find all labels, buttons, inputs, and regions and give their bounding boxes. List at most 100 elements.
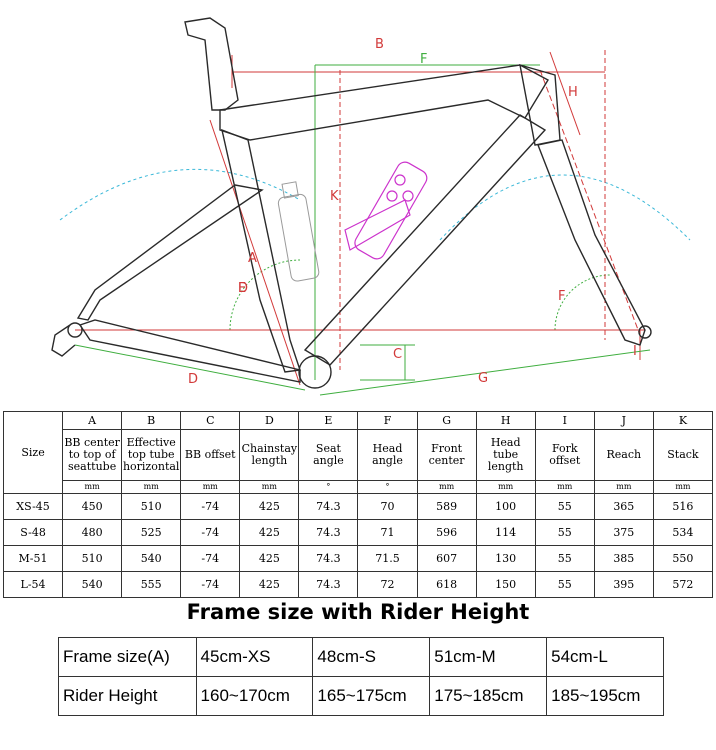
label-d: D: [188, 372, 198, 387]
rider-cell: 185~195cm: [546, 676, 664, 716]
col-unit: mm: [652, 480, 714, 494]
rider-height-title: Frame size with Rider Height: [186, 600, 530, 624]
table-row: Frame size(A) 45cm-XS 48cm-S 51cm-M 54cm…: [58, 637, 664, 677]
col-letter: F: [357, 411, 418, 430]
value-cell: 74.3: [298, 571, 359, 598]
value-cell: 425: [239, 493, 300, 520]
front-dropout: [638, 325, 652, 339]
col-desc: Effective top tube horizontal: [121, 429, 182, 481]
col-unit: mm: [475, 480, 536, 494]
label-j: F: [420, 52, 427, 67]
label-e-seat: D: [238, 281, 248, 296]
bottle-magenta: [344, 161, 428, 260]
dim-fork-axis: [539, 69, 641, 336]
value-cell: -74: [180, 545, 241, 572]
col-desc: Head angle: [357, 429, 418, 481]
value-cell: 150: [475, 571, 536, 598]
value-cell: 425: [239, 519, 300, 546]
angle-arc-head: [439, 174, 691, 241]
col-unit: mm: [62, 480, 123, 494]
dim-d-line: [74, 344, 306, 391]
col-desc: Fork offset: [534, 429, 595, 481]
bottle-grey: [277, 181, 320, 282]
red-dimension-lines: [75, 50, 645, 386]
col-desc: Chainstay length: [239, 429, 300, 481]
col-letter: E: [298, 411, 359, 430]
value-cell: 450: [62, 493, 123, 520]
geometry-table: Size A B C D E F G H I J K BB center to …: [2, 411, 714, 598]
value-cell: 572: [652, 571, 714, 598]
value-cell: 71: [357, 519, 418, 546]
rider-height-table: Frame size(A) 45cm-XS 48cm-S 51cm-M 54cm…: [58, 637, 664, 716]
rider-cell: 165~175cm: [312, 676, 431, 716]
value-cell: 425: [239, 545, 300, 572]
value-cell: 618: [416, 571, 477, 598]
value-cell: 516: [652, 493, 714, 520]
size-header: Size: [2, 411, 64, 494]
rider-cell: 48cm-S: [312, 637, 431, 677]
col-letter: C: [180, 411, 241, 430]
value-cell: 480: [62, 519, 123, 546]
value-cell: 425: [239, 571, 300, 598]
value-cell: -74: [180, 493, 241, 520]
seat-stay: [76, 184, 264, 321]
label-e: E: [238, 281, 246, 296]
row-label: Rider Height: [58, 676, 197, 716]
value-cell: 534: [652, 519, 714, 546]
value-cell: 510: [121, 493, 182, 520]
seat-tube: [221, 128, 301, 373]
size-cell: XS-45: [2, 493, 64, 520]
rider-cell: 160~170cm: [195, 676, 314, 716]
table-header-units: mm mm mm mm ° ° mm mm mm mm mm: [4, 480, 714, 494]
value-cell: -74: [180, 519, 241, 546]
col-letter: B: [121, 411, 182, 430]
label-i: I: [633, 344, 637, 359]
value-cell: 71.5: [357, 545, 418, 572]
value-cell: 550: [652, 545, 714, 572]
table-header-letters: Size A B C D E F G H I J K: [2, 411, 714, 494]
table-row: M-51 510 540 -74 425 74.3 71.5 607 130 5…: [2, 545, 714, 572]
value-cell: 365: [593, 493, 654, 520]
col-unit: mm: [121, 480, 182, 494]
col-desc: Front center: [416, 429, 477, 481]
col-desc: BB offset: [180, 429, 241, 481]
value-cell: 596: [416, 519, 477, 546]
value-cell: 385: [593, 545, 654, 572]
label-c: C: [393, 347, 402, 362]
value-cell: 100: [475, 493, 536, 520]
col-unit: mm: [180, 480, 241, 494]
value-cell: 70: [357, 493, 418, 520]
col-unit: mm: [534, 480, 595, 494]
col-desc: Head tube length: [475, 429, 536, 481]
col-letter: H: [475, 411, 536, 430]
value-cell: 540: [121, 545, 182, 572]
col-letter: G: [416, 411, 477, 430]
rear-dropout: [67, 322, 83, 338]
bike-frame: [51, 17, 652, 389]
value-cell: 589: [416, 493, 477, 520]
dim-a-line: [209, 119, 301, 386]
table-row: L-54 540 555 -74 425 74.3 72 618 150 55 …: [2, 571, 714, 598]
green-dimension-lines: [74, 64, 651, 396]
seat-post: [184, 17, 239, 111]
col-desc: Reach: [593, 429, 654, 481]
angle-arc-seat: [59, 168, 301, 221]
size-cell: M-51: [2, 545, 64, 572]
col-letter: J: [593, 411, 654, 430]
rider-cell: 175~185cm: [429, 676, 548, 716]
col-unit: mm: [593, 480, 654, 494]
value-cell: 395: [593, 571, 654, 598]
size-cell: S-48: [2, 519, 64, 546]
label-a: A: [248, 251, 257, 266]
frame-geometry-diagram: B F H K A D E F C D G I: [51, 17, 691, 396]
col-unit: mm: [416, 480, 477, 494]
bottom-bracket: [298, 355, 332, 389]
dim-g-line: [319, 349, 651, 396]
col-desc: BB center to top of seattube: [62, 429, 123, 481]
col-desc: Stack: [652, 429, 714, 481]
angle-arc-bb: [229, 259, 301, 331]
down-tube: [303, 114, 547, 366]
rider-cell: 54cm-L: [546, 637, 664, 677]
value-cell: 510: [62, 545, 123, 572]
value-cell: 375: [593, 519, 654, 546]
